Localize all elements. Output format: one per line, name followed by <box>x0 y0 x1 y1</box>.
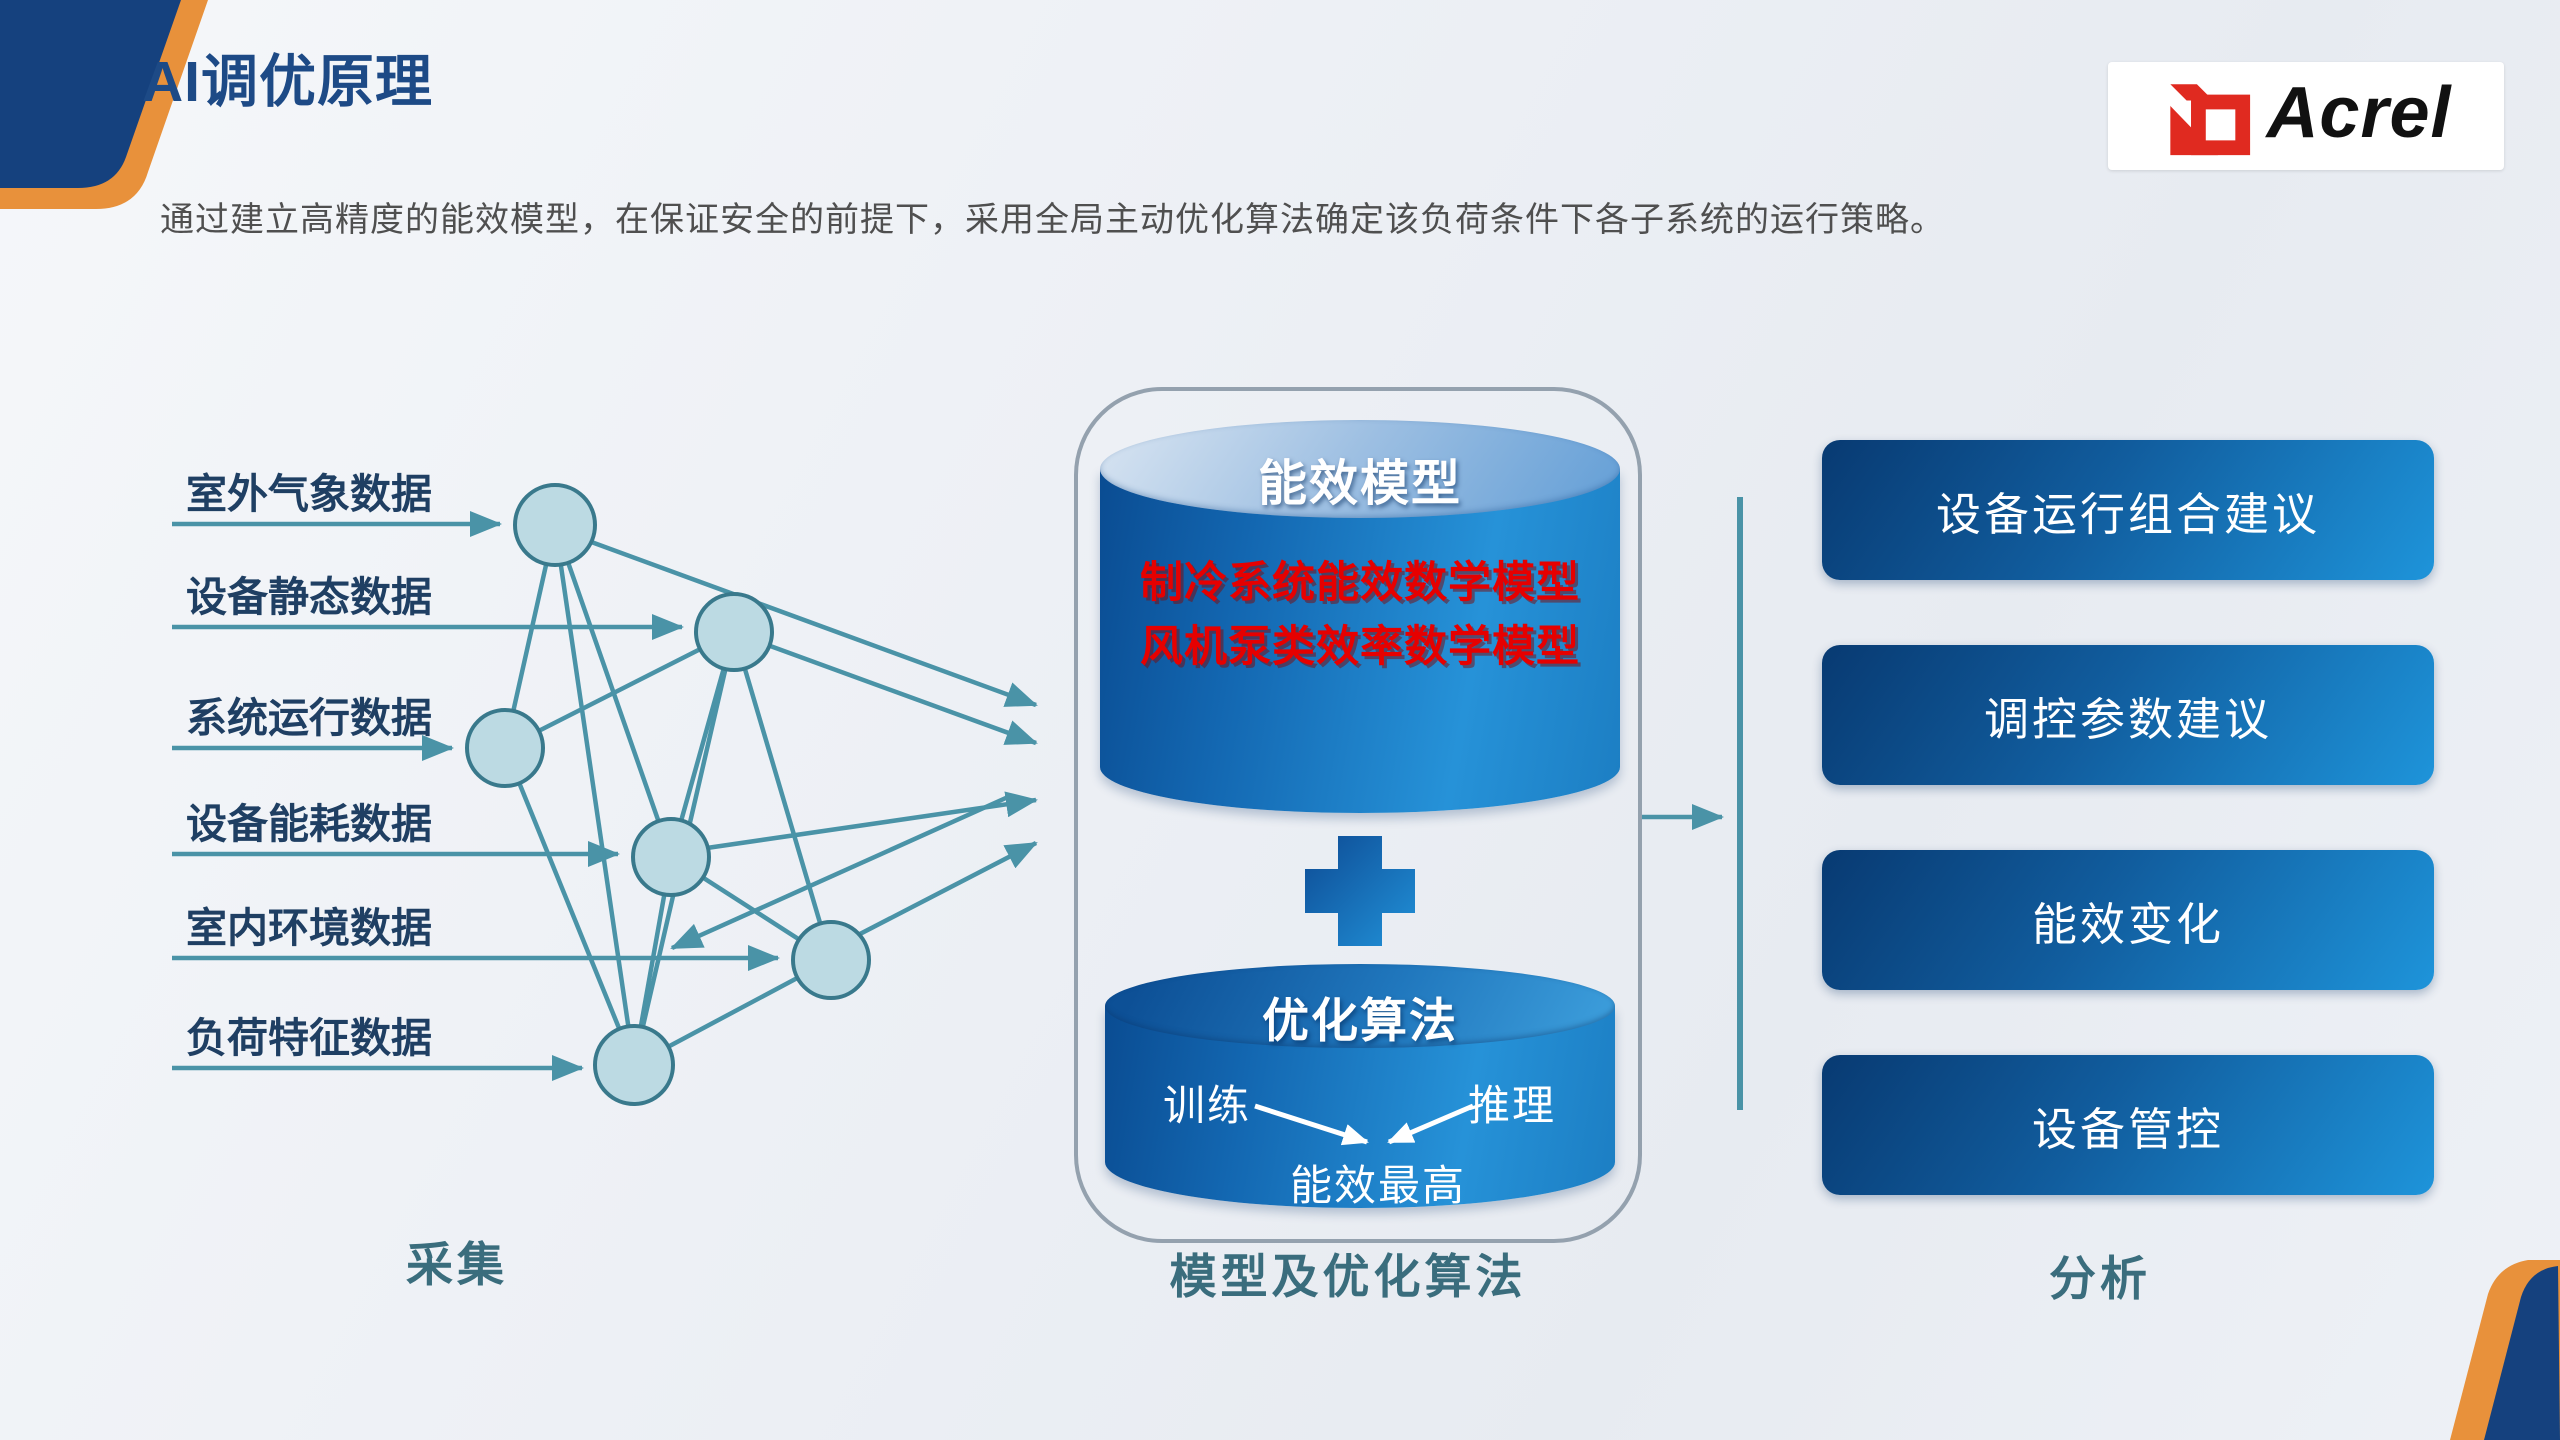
output-card-parameters: 调控参数建议 <box>1822 645 2434 785</box>
infer-arrow <box>1387 1103 1474 1145</box>
algorithm-infer-label: 推理 <box>1468 1082 1557 1129</box>
network-node <box>791 920 871 1000</box>
section-label-analysis: 分析 <box>2049 1252 2151 1305</box>
output-card-label: 设备运行组合建议 <box>1935 488 2320 540</box>
output-card-efficiency: 能效变化 <box>1822 850 2434 990</box>
network-node <box>631 817 711 897</box>
input-arrows <box>172 511 780 1081</box>
network-node <box>513 483 597 567</box>
input-label-2: 设备静态数据 <box>186 574 432 620</box>
model-to-analysis-connector <box>1642 497 1743 1110</box>
corner-navy-shape <box>2484 1266 2560 1440</box>
model-container-box <box>1074 387 1642 1243</box>
network-to-model-arrows <box>574 533 1038 951</box>
energy-model-title: 能效模型 <box>1257 457 1462 511</box>
slide-subtitle: 通过建立高精度的能效模型，在保证安全的前提下，采用全局主动优化算法确定该负荷条件… <box>160 201 1945 239</box>
input-label-3: 系统运行数据 <box>186 695 432 741</box>
network-node <box>465 708 545 788</box>
algorithm-arrows <box>1254 1103 1474 1146</box>
output-card-label: 调控参数建议 <box>1983 693 2272 745</box>
network-node <box>694 592 774 672</box>
corner-decoration-top-left <box>0 0 208 209</box>
input-label-1: 室外气象数据 <box>186 471 432 517</box>
acrel-logo-text: Acrel <box>2266 73 2452 153</box>
train-arrow <box>1254 1103 1369 1146</box>
corner-decoration-bottom-right <box>2450 1260 2560 1440</box>
network-nodes <box>465 483 871 1106</box>
algorithm-title: 优化算法 <box>1262 994 1458 1047</box>
acrel-logo: Acrel <box>2108 62 2504 170</box>
corner-navy-shape <box>0 0 181 188</box>
section-label-capture: 采集 <box>406 1238 508 1291</box>
output-card-label: 设备管控 <box>2031 1103 2224 1155</box>
section-label-model: 模型及优化算法 <box>1169 1250 1527 1303</box>
energy-model-cylinder-top <box>1100 420 1620 518</box>
acrel-logo-icon <box>2163 84 2251 164</box>
page-title: AI调优原理 <box>142 50 433 114</box>
input-label-4: 设备能耗数据 <box>186 801 432 847</box>
energy-model-cylinder <box>1100 469 1620 813</box>
energy-model-item-2: 风机泵类效率数学模型 <box>1140 623 1580 671</box>
input-labels: 室外气象数据 设备静态数据 系统运行数据 设备能耗数据 室内环境数据 负荷特征数… <box>186 471 432 1061</box>
network-edges <box>502 524 834 1067</box>
algorithm-result-label: 能效最高 <box>1289 1162 1466 1209</box>
output-card-label: 能效变化 <box>2031 898 2224 950</box>
input-label-5: 室内环境数据 <box>186 905 432 951</box>
input-label-6: 负荷特征数据 <box>186 1015 432 1061</box>
output-card-control: 设备管控 <box>1822 1055 2434 1195</box>
output-card-combination: 设备运行组合建议 <box>1822 440 2434 580</box>
energy-model-item-1: 制冷系统能效数学模型 <box>1140 559 1580 607</box>
network-node <box>593 1024 675 1106</box>
algorithm-train-label: 训练 <box>1163 1082 1252 1129</box>
algorithm-cylinder-top <box>1105 964 1615 1048</box>
plus-icon <box>1305 836 1415 946</box>
